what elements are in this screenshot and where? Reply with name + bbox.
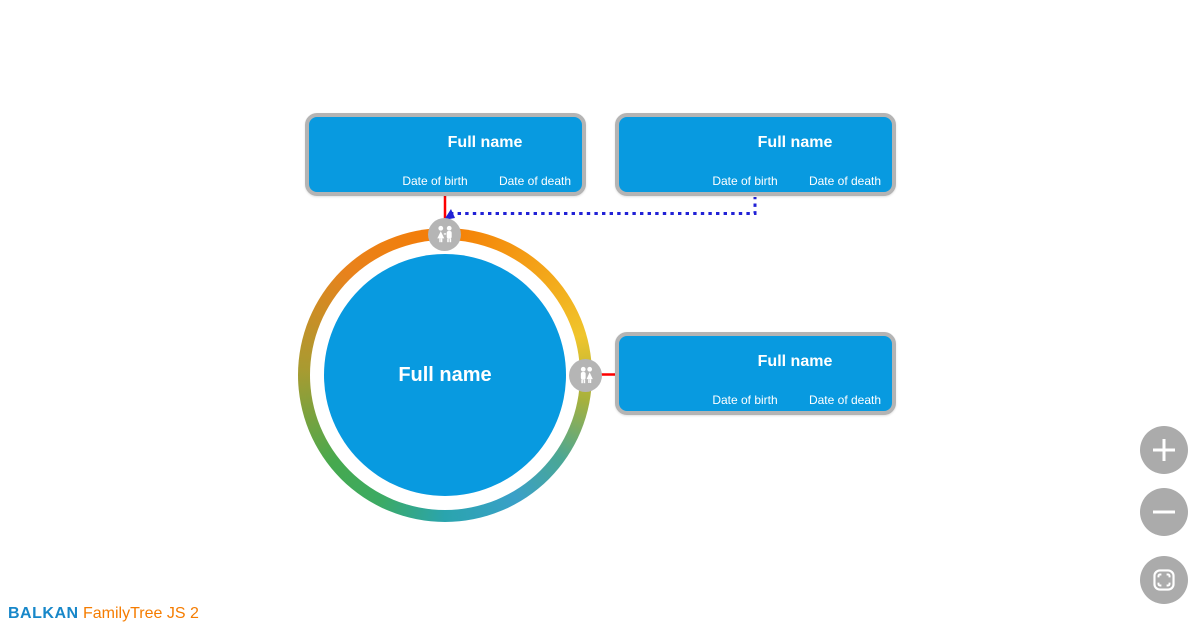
brand-product: FamilyTree JS 2 — [83, 605, 199, 622]
balkan-logo-link[interactable]: BALKAN FamilyTree JS 2 — [8, 605, 199, 623]
fit-to-screen-icon — [1153, 569, 1175, 591]
plus-icon — [1153, 439, 1175, 461]
node-parent-right[interactable]: Full name Date of birth Date of death — [615, 113, 896, 196]
brand-balkan: BALKAN — [8, 605, 79, 622]
parents-expand-button[interactable] — [428, 218, 461, 251]
partner-expand-button[interactable] — [569, 359, 602, 392]
node-death-date: Date of death — [808, 393, 882, 407]
minus-icon — [1153, 510, 1175, 514]
node-name: Full name — [447, 134, 523, 151]
root-node-name: Full name — [398, 363, 492, 386]
node-name: Full name — [757, 134, 833, 151]
node-death-date: Date of death — [498, 174, 572, 188]
node-partner[interactable]: Full name Date of birth Date of death — [615, 332, 896, 415]
secondary-parent-link-line — [450, 197, 757, 215]
zoom-out-button[interactable] — [1140, 488, 1188, 536]
node-parent-left[interactable]: Full name Date of birth Date of death — [305, 113, 586, 196]
partner-couple-icon — [580, 366, 593, 384]
node-name: Full name — [757, 353, 833, 370]
zoom-in-button[interactable] — [1140, 426, 1188, 474]
node-birth-date: Date of birth — [712, 174, 778, 188]
node-birth-date: Date of birth — [712, 393, 778, 407]
node-death-date: Date of death — [808, 174, 882, 188]
root-node[interactable]: Full name — [324, 254, 566, 496]
root-node-ring: Full name — [298, 228, 592, 522]
fit-to-screen-button[interactable] — [1140, 556, 1188, 604]
node-birth-date: Date of birth — [402, 174, 468, 188]
parents-couple-icon — [436, 225, 452, 243]
